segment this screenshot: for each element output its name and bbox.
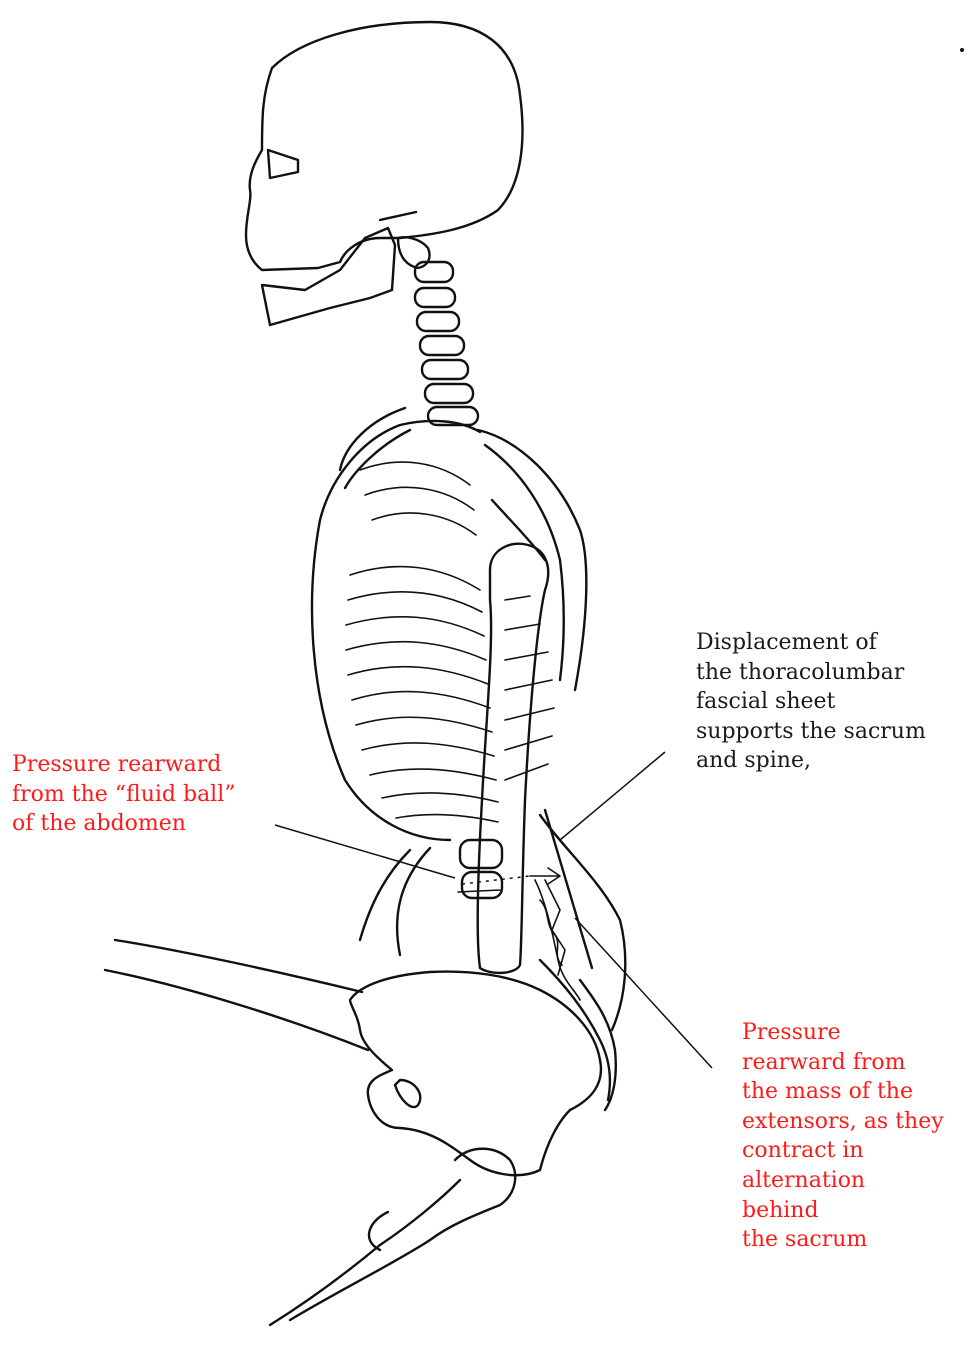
humerus	[478, 544, 548, 973]
speck-mark	[960, 48, 964, 52]
extensors-annotation: Pressure rearward from the mass of the e…	[742, 1018, 944, 1255]
cervical-spine	[398, 237, 478, 425]
skull	[246, 22, 522, 325]
other-femur	[105, 940, 368, 1050]
fascia-annotation: Displacement of the thoracolumbar fascia…	[696, 628, 926, 776]
lumbar-spine	[460, 840, 502, 898]
sacrum-extensors	[535, 815, 625, 1110]
fascia-leader-line	[560, 752, 665, 840]
femur	[270, 1149, 515, 1325]
abdomen-annotation: Pressure rearward from the “fluid ball” …	[12, 750, 236, 839]
shoulder-girdle	[340, 408, 586, 690]
